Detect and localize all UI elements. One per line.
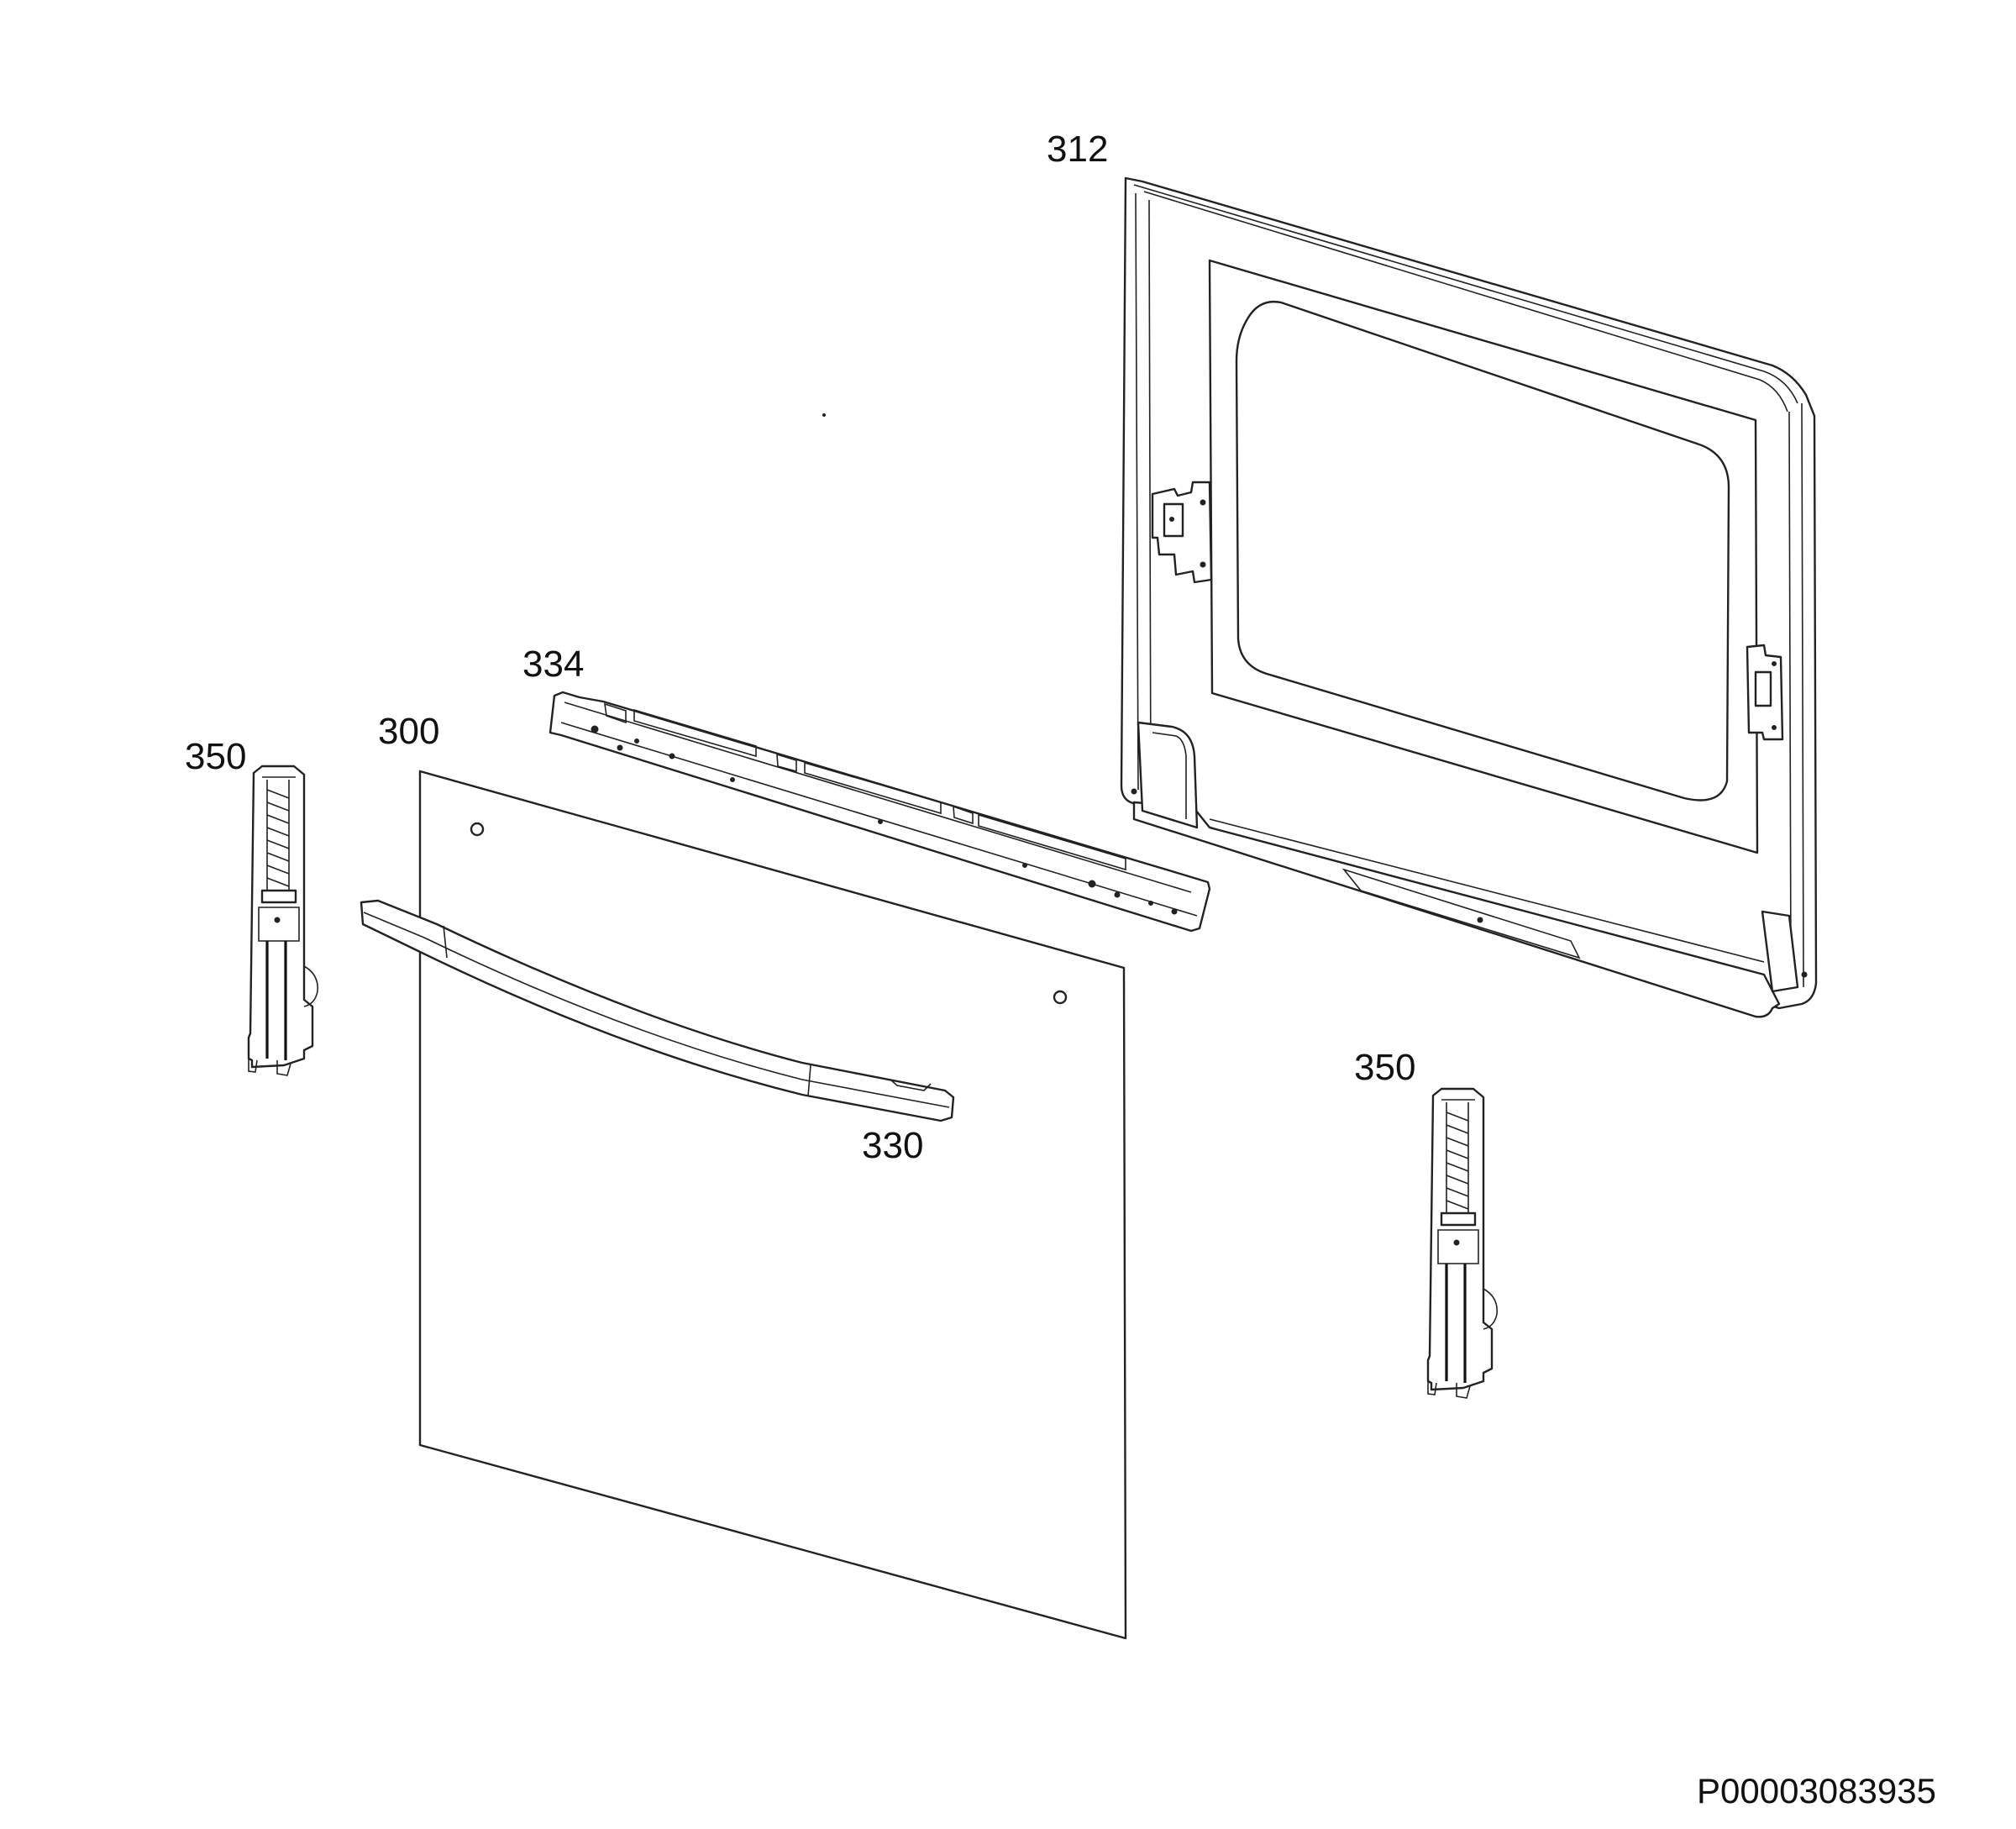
- speck-mark: [822, 413, 826, 417]
- callout-300: 300: [378, 711, 439, 752]
- door-hinge-right-part: [1426, 1087, 1498, 1399]
- callout-350-left: 350: [185, 736, 246, 777]
- callout-330: 330: [862, 1125, 923, 1166]
- callout-350-right: 350: [1354, 1047, 1415, 1088]
- door-hinge-bracket-right: [1746, 644, 1784, 741]
- callout-334: 334: [522, 644, 584, 685]
- door-hinge-bracket-left: [1151, 481, 1213, 584]
- outer-glass-panel-part: [418, 770, 1127, 1640]
- top-trim-strip-part: [549, 691, 1211, 933]
- door-handle-part: [360, 899, 955, 1122]
- door-hinge-left-part: [247, 765, 318, 1076]
- document-code: P00003083935: [1697, 1771, 1936, 1811]
- callout-312: 312: [1047, 129, 1108, 170]
- inner-door-frame-part: [1120, 176, 1818, 1018]
